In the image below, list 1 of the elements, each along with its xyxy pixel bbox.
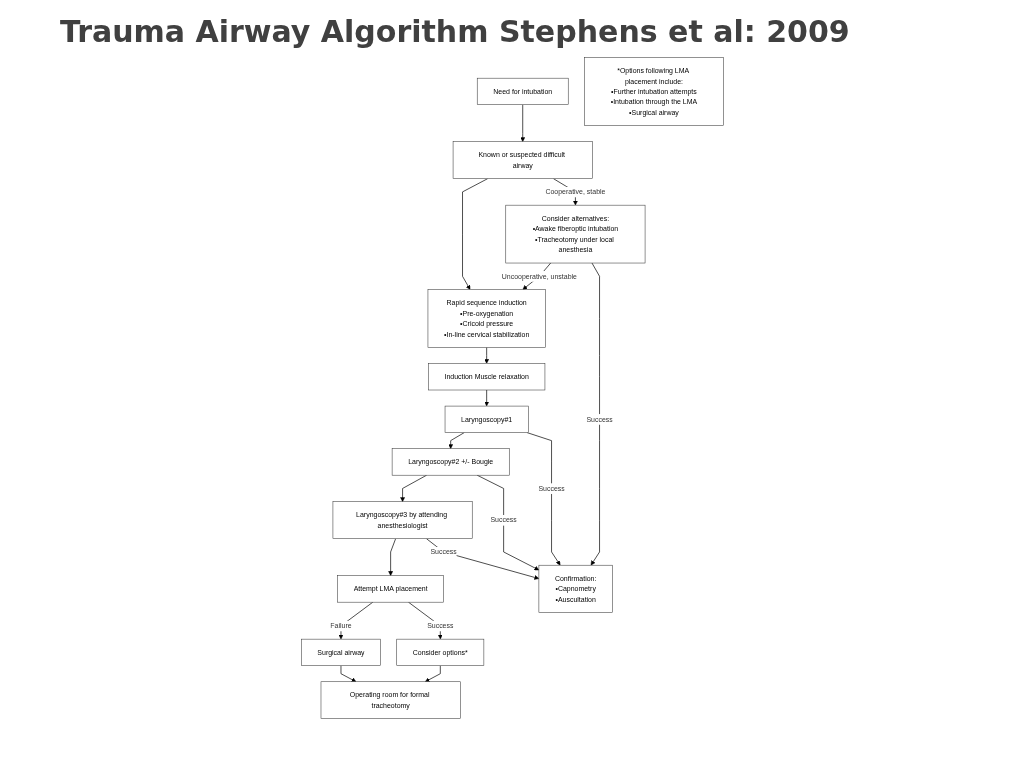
slide-title: Trauma Airway Algorithm Stephens et al: 2009 xyxy=(60,14,851,49)
